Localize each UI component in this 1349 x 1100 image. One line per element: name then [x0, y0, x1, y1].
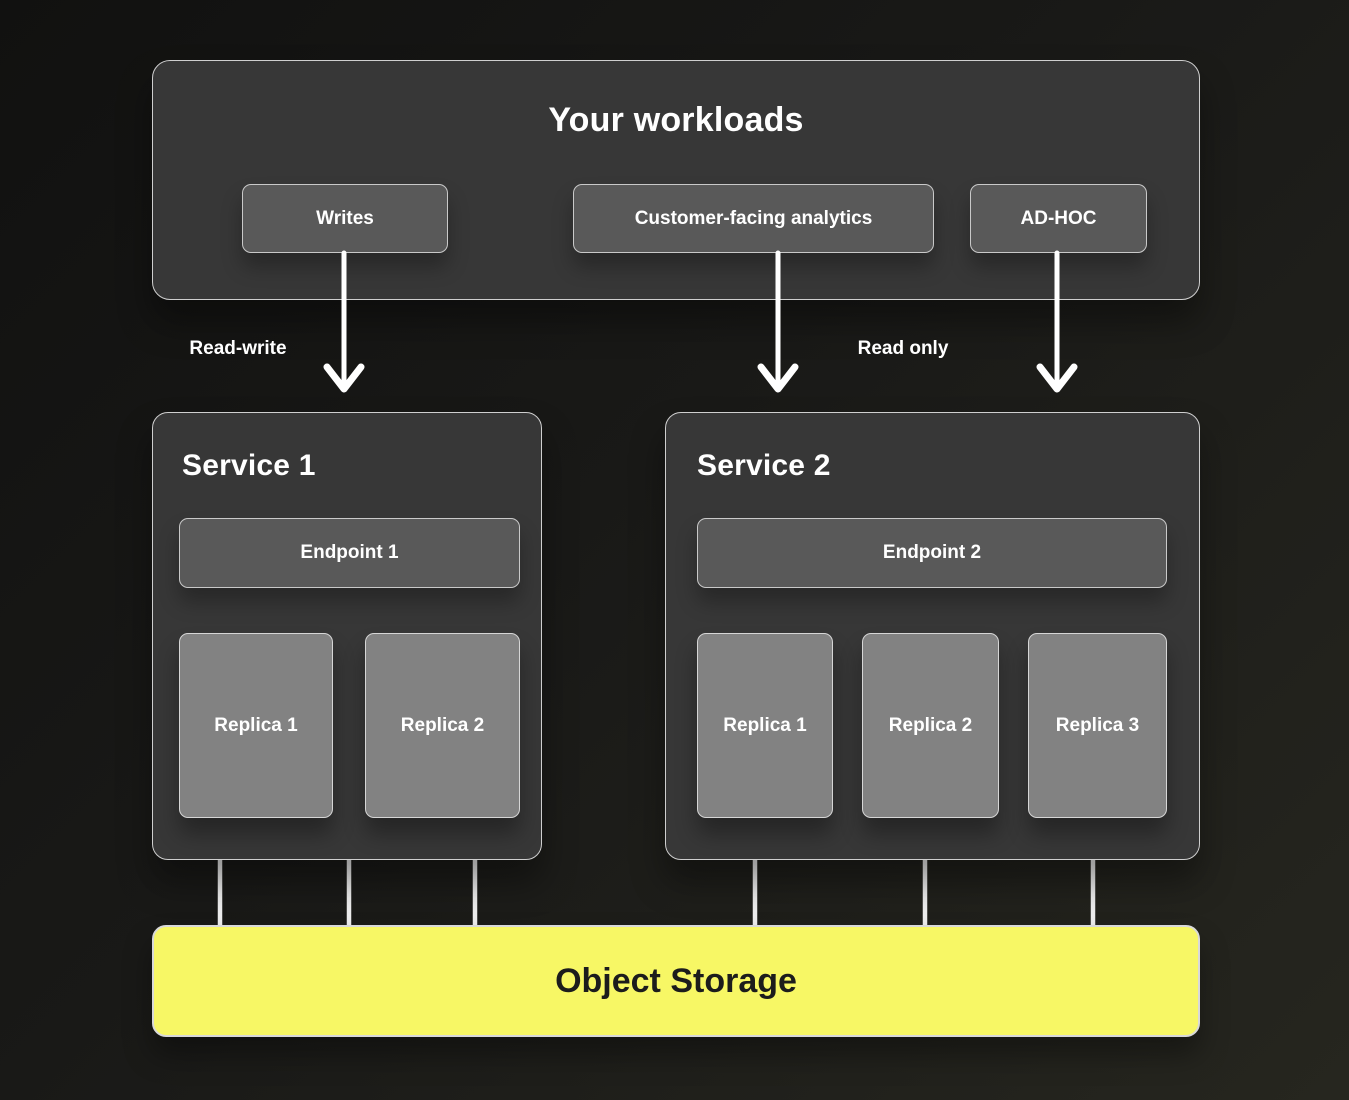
service2-panel: Service 2 Endpoint 2 Replica 1 Replica 2… [665, 412, 1200, 860]
workload-writes-box: Writes [242, 184, 448, 253]
service1-replica1-box: Replica 1 [179, 633, 333, 818]
arrow-head-adhoc [1036, 363, 1078, 393]
arrow-head-writes [323, 363, 365, 393]
arrow-head-analytics [757, 363, 799, 393]
service2-replica3-box: Replica 3 [1028, 633, 1167, 818]
read-only-label: Read only [857, 338, 949, 359]
service1-endpoint-box: Endpoint 1 [179, 518, 520, 588]
object-storage-bar: Object Storage [152, 925, 1200, 1037]
service2-title: Service 2 [697, 449, 831, 482]
workload-analytics-box: Customer-facing analytics [573, 184, 934, 253]
service1-panel: Service 1 Endpoint 1 Replica 1 Replica 2 [152, 412, 542, 860]
workload-adhoc-box: AD-HOC [970, 184, 1147, 253]
workloads-panel: Your workloads Writes Customer-facing an… [152, 60, 1200, 300]
workloads-panel-title: Your workloads [548, 101, 804, 139]
service2-replica2-box: Replica 2 [862, 633, 999, 818]
read-write-label: Read-write [189, 338, 287, 359]
service1-replica2-box: Replica 2 [365, 633, 520, 818]
service2-replica1-box: Replica 1 [697, 633, 833, 818]
service2-endpoint-box: Endpoint 2 [697, 518, 1167, 588]
service1-title: Service 1 [182, 449, 316, 482]
